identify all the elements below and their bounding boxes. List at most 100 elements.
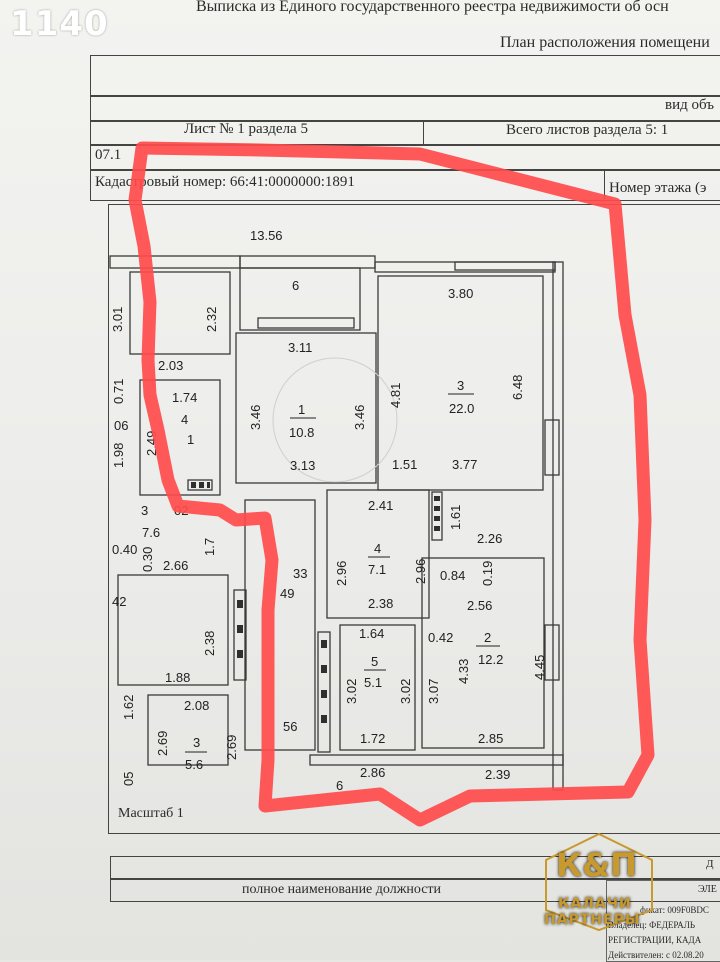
floor-number-label: Номер этажа (э bbox=[609, 180, 707, 196]
left-room-bottom bbox=[147, 694, 229, 766]
dim-2-03: 2.03 bbox=[158, 358, 183, 373]
dim-3-02-right: 3.02 bbox=[398, 679, 413, 704]
vent-hatches bbox=[191, 482, 440, 723]
dim-3-80: 3.80 bbox=[448, 286, 473, 301]
dim-49: 49 bbox=[280, 586, 294, 601]
room-number-lines bbox=[185, 393, 500, 753]
logo-monogram: К&П bbox=[556, 846, 637, 884]
right-fragment-2: ЭЛЕ bbox=[698, 884, 717, 895]
dim-1-72: 1.72 bbox=[360, 731, 385, 746]
dim-2-41: 2.41 bbox=[368, 498, 393, 513]
room-2-outline bbox=[421, 557, 545, 749]
dim-42: 42 bbox=[112, 594, 126, 609]
dim-6: 6 bbox=[292, 278, 299, 293]
room-3-area: 22.0 bbox=[449, 401, 474, 416]
position-label: полное наименование должности bbox=[242, 882, 442, 897]
document-title: Выписка из Единого государственного реес… bbox=[196, 0, 669, 15]
left-room-3-area: 5.6 bbox=[185, 757, 203, 772]
left-room-area-fragment: 1 bbox=[187, 432, 194, 447]
dim-3-01: 3.01 bbox=[110, 307, 125, 332]
left-room-lower bbox=[117, 574, 229, 686]
dim-1-98: 1.98 bbox=[111, 443, 126, 468]
room-3-outline bbox=[377, 275, 544, 491]
photo-number-badge: 1140 bbox=[10, 4, 109, 44]
company-logo bbox=[545, 832, 653, 932]
dim-3-11: 3.11 bbox=[288, 340, 312, 355]
vent-block-2 bbox=[317, 631, 331, 753]
dim-3-77: 3.77 bbox=[452, 457, 477, 472]
dim-3-07: 3.07 bbox=[426, 679, 441, 704]
dim-1-74: 1.74 bbox=[172, 390, 197, 405]
window-top-right bbox=[454, 261, 556, 271]
room-1-area: 10.8 bbox=[289, 425, 314, 440]
dim-1-64: 1.64 bbox=[359, 626, 384, 641]
vent-block-1 bbox=[431, 491, 443, 541]
wall-top-left bbox=[109, 255, 241, 269]
dim-6-bottom: 6 bbox=[336, 778, 343, 793]
dim-0-40: 0.40 bbox=[112, 542, 137, 557]
date-fragment: 07.1 bbox=[95, 147, 122, 163]
sheet-row-divider bbox=[423, 120, 425, 144]
right-fragment-1: Д bbox=[706, 858, 714, 870]
door-swing-arc bbox=[272, 357, 398, 483]
window-top bbox=[257, 317, 355, 329]
dim-0-30: 0.30 bbox=[140, 547, 155, 572]
vent-block-3 bbox=[233, 589, 247, 681]
dim-1-61: 1.61 bbox=[448, 505, 463, 530]
header-row-1 bbox=[90, 55, 720, 97]
dim-2-39: 2.39 bbox=[485, 767, 510, 782]
dim-2-96-left: 2.96 bbox=[334, 561, 349, 586]
dim-1-7: 1.7 bbox=[202, 538, 217, 556]
plan-frame bbox=[108, 204, 720, 834]
dim-3-13: 3.13 bbox=[290, 458, 315, 473]
cadastral-row-divider bbox=[604, 169, 606, 199]
room-3-number: 3 bbox=[457, 378, 464, 393]
wall-bottom bbox=[309, 754, 564, 766]
dim-2-69-right: 2.69 bbox=[224, 735, 239, 760]
room-4-number: 4 bbox=[374, 541, 381, 556]
window-right-2 bbox=[544, 624, 560, 681]
dim-6-48: 6.48 bbox=[510, 375, 525, 400]
room-5-number: 5 bbox=[371, 654, 378, 669]
dim-0-84: 0.84 bbox=[440, 568, 465, 583]
dim-33: 33 bbox=[293, 566, 307, 581]
signature-registry: РЕГИСТРАЦИИ, КАДА bbox=[608, 935, 702, 945]
dim-2-66: 2.66 bbox=[163, 558, 188, 573]
logo-line-1: КАЛАЧИ bbox=[558, 896, 632, 912]
total-sheets-label: Всего листов раздела 5: 1 bbox=[506, 122, 669, 138]
dim-2-69-left: 2.69 bbox=[155, 731, 170, 756]
loggia-top bbox=[239, 267, 361, 331]
room-4-area: 7.1 bbox=[368, 562, 386, 577]
room-2-number: 2 bbox=[484, 630, 491, 645]
dim-2-96-right: 2.96 bbox=[413, 559, 428, 584]
dim-2-85: 2.85 bbox=[478, 731, 503, 746]
signature-validity: Действителен: с 02.08.20 bbox=[608, 950, 704, 960]
wall-top-middle bbox=[239, 255, 376, 269]
dim-0-19: 0.19 bbox=[480, 561, 495, 586]
dim-0-71: 0.71 bbox=[111, 379, 126, 404]
date-row bbox=[90, 144, 720, 171]
left-room-number-3: 3 bbox=[141, 503, 148, 518]
sheet-number-label: Лист № 1 раздела 5 bbox=[184, 121, 308, 137]
signature-owner: Владелец: ФЕДЕРАЛЬ bbox=[608, 920, 695, 930]
dim-2-08: 2.08 bbox=[184, 698, 209, 713]
dim-56: 56 bbox=[283, 719, 297, 734]
dim-2-56: 2.56 bbox=[467, 598, 492, 613]
room-1-number: 1 bbox=[298, 402, 305, 417]
dim-4-33: 4.33 bbox=[456, 659, 471, 684]
red-highlight-outline bbox=[128, 141, 655, 827]
room-2-area: 12.2 bbox=[478, 652, 503, 667]
signature-certificate: фикат: 009F0BDC bbox=[640, 905, 709, 915]
dim-4-81: 4.81 bbox=[388, 383, 403, 408]
dim-3-46-right: 3.46 bbox=[352, 405, 367, 430]
dim-2-86: 2.86 bbox=[360, 765, 385, 780]
vent-block-4 bbox=[187, 479, 213, 491]
signature-row-2 bbox=[110, 878, 720, 902]
room-1-outline bbox=[235, 332, 377, 484]
window-right-1 bbox=[544, 419, 560, 476]
dim-4-45: 4.45 bbox=[532, 655, 547, 680]
dim-3-02-left: 3.02 bbox=[344, 679, 359, 704]
dim-1-62: 1.62 bbox=[121, 695, 136, 720]
dim-2-38-room4: 2.38 bbox=[368, 596, 393, 611]
object-view-label: вид объ bbox=[665, 97, 715, 113]
